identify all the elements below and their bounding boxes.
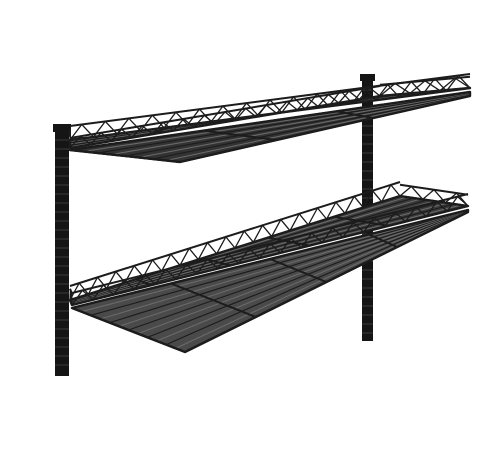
back-ledge-rail [69,181,401,287]
shelf-wire [138,93,471,159]
side-ledge-truss [69,289,73,306]
shelf-cross-bar [336,110,374,119]
shelf-wire [97,92,471,154]
shelf-cross-bar [170,282,257,318]
shelf-cross-bar [368,233,398,248]
shelf-frame [68,90,472,164]
shelf-cross-bar [135,278,152,287]
side-ledge-truss [379,77,471,97]
shelf-frame [70,208,470,354]
upper-wire-shelf [68,73,472,164]
left-post-cap [53,124,71,132]
lower-wire-shelf [68,181,470,354]
side-ledge-truss [399,185,469,207]
shelf-frame [68,194,470,307]
front-ledge-truss [71,195,469,306]
right-post-cap [360,74,375,81]
shelf-wire [71,201,441,304]
shelf-wire [111,92,471,156]
shelf-wire [124,93,471,157]
front-ledge-truss [69,86,381,149]
shelf-cross-bar [269,258,327,283]
left-post [55,126,69,376]
shelf-wire [71,202,448,305]
shelf-frame [68,86,472,150]
shelf-cross-bar [203,129,277,141]
shelf-wire [152,94,471,160]
